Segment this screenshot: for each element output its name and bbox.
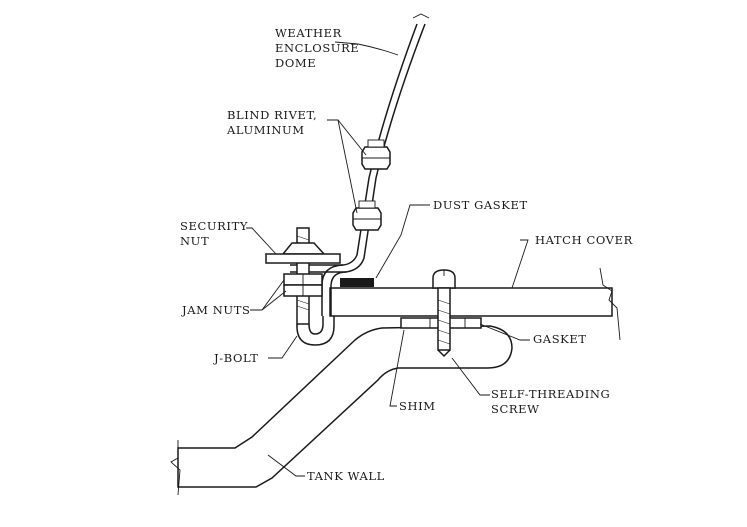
label-shim: SHIM bbox=[399, 399, 436, 413]
label-line: ENCLOSURE bbox=[275, 41, 359, 55]
security-nut bbox=[265, 242, 341, 264]
label-tank-wall: TANK WALL bbox=[307, 469, 385, 483]
label-hatch-cover: HATCH COVER bbox=[535, 233, 633, 247]
blind-rivet-upper bbox=[361, 139, 391, 170]
label-line: SCREW bbox=[491, 402, 540, 416]
hatch-cover bbox=[329, 267, 621, 341]
label-weather-enclosure-dome: WEATHER ENCLOSURE DOME bbox=[275, 26, 359, 70]
label-line: WEATHER bbox=[275, 26, 342, 40]
label-line: ALUMINUM bbox=[226, 123, 305, 137]
jam-nuts bbox=[283, 273, 323, 297]
label-line: NUT bbox=[180, 234, 209, 248]
label-gasket: GASKET bbox=[533, 332, 587, 346]
label-j-bolt: J-BOLT bbox=[213, 351, 259, 365]
label-jam-nuts: JAM NUTS bbox=[181, 303, 250, 317]
label-line: SECURITY bbox=[180, 219, 248, 233]
label-line: BLIND RIVET, bbox=[227, 108, 317, 122]
leader-lines bbox=[246, 41, 530, 477]
dust-gasket bbox=[340, 278, 374, 287]
tank-wall bbox=[170, 325, 513, 496]
label-self-threading-screw: SELF-THREADING SCREW bbox=[491, 387, 610, 416]
label-dust-gasket: DUST GASKET bbox=[433, 198, 528, 212]
label-line: SELF-THREADING bbox=[491, 387, 610, 401]
blind-rivet-lower bbox=[352, 200, 382, 231]
label-line: DOME bbox=[275, 56, 316, 70]
label-security-nut: SECURITY NUT bbox=[180, 219, 248, 248]
self-threading-screw bbox=[432, 269, 456, 358]
label-blind-rivet: BLIND RIVET, ALUMINUM bbox=[226, 108, 317, 137]
